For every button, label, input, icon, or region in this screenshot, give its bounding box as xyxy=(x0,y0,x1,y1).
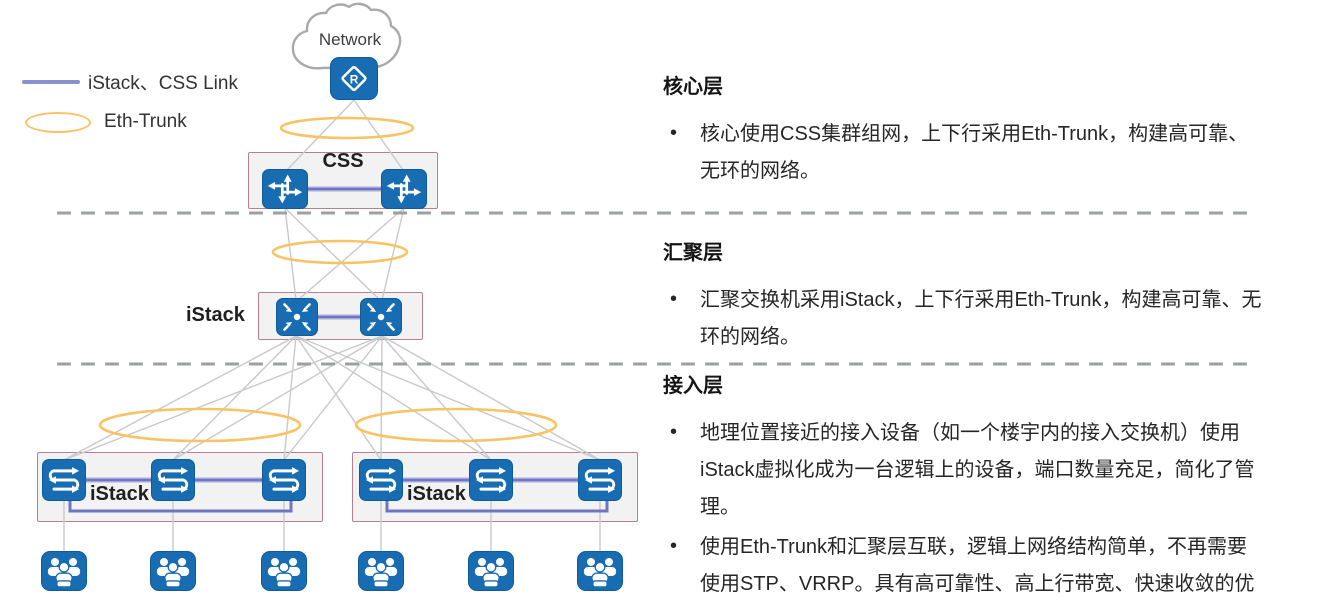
user-group-icon-3 xyxy=(261,551,307,591)
legend-eth-trunk-label: Eth-Trunk xyxy=(104,111,187,132)
bullet-marker: • xyxy=(670,288,678,310)
bullet-text: 汇聚交换机采用iStack，上下行采用Eth-Trunk，构建高可靠、无环的网络… xyxy=(700,289,1262,348)
user-group-icon-5 xyxy=(468,551,514,591)
network-cloud-label: Network xyxy=(318,30,382,49)
access-switch-icon-3 xyxy=(262,459,306,501)
core-switch-icon-2 xyxy=(381,169,427,209)
section-core-layer: 核心层 • 核心使用CSS集群组网，上下行采用Eth-Trunk，构建高可靠、无… xyxy=(663,70,1263,193)
aggregation-switch-icon-1 xyxy=(276,298,318,336)
access-switch-icon-4 xyxy=(359,459,403,501)
istack-css-link-swatch xyxy=(22,80,80,84)
section-title-aggregation: 汇聚层 xyxy=(663,242,723,264)
bullet-item: • 使用Eth-Trunk和汇聚层互联，逻辑上网络结构简单，不再需要使用STP、… xyxy=(663,529,1263,606)
section-title-access: 接入层 xyxy=(663,375,723,397)
access-switch-icon-1 xyxy=(42,459,86,501)
bullet-text: 使用Eth-Trunk和汇聚层互联，逻辑上网络结构简单，不再需要使用STP、VR… xyxy=(700,536,1255,595)
bullet-marker: • xyxy=(670,421,678,443)
user-group-icon-4 xyxy=(358,551,404,591)
access-switch-icon-6 xyxy=(578,459,622,501)
access-istack-label-1: iStack xyxy=(90,483,149,505)
legend-istack-css-link-label: iStack、CSS Link xyxy=(88,73,238,94)
access-switch-icon-2 xyxy=(151,459,195,501)
section-aggregation-layer: 汇聚层 • 汇聚交换机采用iStack，上下行采用Eth-Trunk，构建高可靠… xyxy=(663,236,1263,359)
css-group-label: CSS xyxy=(322,150,364,172)
bullet-marker: • xyxy=(670,122,678,144)
section-title-core: 核心层 xyxy=(663,76,723,98)
router-icon: R xyxy=(330,57,378,100)
access-istack-label-2: iStack xyxy=(407,483,466,505)
core-switch-icon-1 xyxy=(262,169,308,209)
user-group-icon-1 xyxy=(41,551,87,591)
svg-text:R: R xyxy=(350,72,359,86)
user-group-icon-6 xyxy=(577,551,623,591)
bullet-item: • 核心使用CSS集群组网，上下行采用Eth-Trunk，构建高可靠、无环的网络… xyxy=(663,116,1263,190)
bullet-text: 地理位置接近的接入设备（如一个楼宇内的接入交换机）使用iStack虚拟化成为一台… xyxy=(700,422,1255,518)
bullet-item: • 汇聚交换机采用iStack，上下行采用Eth-Trunk，构建高可靠、无环的… xyxy=(663,282,1263,356)
user-group-icon-2 xyxy=(150,551,196,591)
aggregation-istack-label: iStack xyxy=(186,304,245,326)
bullet-marker: • xyxy=(670,535,678,557)
eth-trunk-swatch xyxy=(25,112,91,133)
access-switch-icon-5 xyxy=(469,459,513,501)
section-access-layer: 接入层 • 地理位置接近的接入设备（如一个楼宇内的接入交换机）使用iStack虚… xyxy=(663,369,1263,606)
bullet-text: 核心使用CSS集群组网，上下行采用Eth-Trunk，构建高可靠、无环的网络。 xyxy=(700,123,1249,182)
aggregation-switch-icon-2 xyxy=(360,298,402,336)
bullet-item: • 地理位置接近的接入设备（如一个楼宇内的接入交换机）使用iStack虚拟化成为… xyxy=(663,415,1263,526)
